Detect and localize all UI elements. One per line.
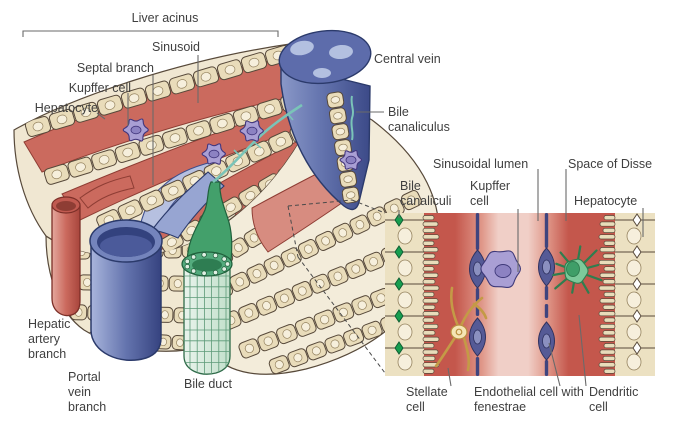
liver-acinus-bracket [22,30,279,37]
label-kupffer-cell-inset: Kupffer cell [470,179,511,208]
label-endothelial-cell: Endothelial cell with fenestrae [474,385,584,414]
bile-canaliculus-near-vein [350,95,354,141]
label-space-of-disse: Space of Disse [568,157,653,171]
bile-canaliculus-branches [233,113,294,157]
leader-lines [22,30,644,387]
label-portal-vein-branch: Portal vein branch [68,370,107,414]
dendritic-cell-shape [552,245,603,294]
label-sinusoid: Sinusoid [152,40,200,54]
hepatic-artery-branch-cylinder [51,175,135,317]
label-hepatic-artery-branch: Hepatic artery branch [28,317,71,361]
label-sinusoidal-lumen: Sinusoidal lumen [433,157,529,171]
label-liver-acinus: Liver acinus [131,11,199,25]
stellate-cell-shape [434,286,488,372]
label-septal-branch: Septal branch [76,61,154,75]
label-stellate-cell: Stellate cell [406,385,448,414]
label-bile-duct: Bile duct [184,377,232,391]
portal-vein-branch-cylinder [89,171,225,362]
kupffer-cells-main [122,118,363,170]
kupffer-cell-inset-shape [480,250,521,289]
bile-duct-cylinder [181,181,233,375]
endothelial-cells [468,213,556,376]
label-hepatocyte: Hepatocyte [34,101,98,115]
label-kupffer-cell: Kupffer cell [68,81,131,95]
inset-panel [385,213,655,376]
zoom-link-lines [287,199,386,374]
label-bile-canaliculi: Bile canaliculi [400,179,452,208]
label-hepatocyte-inset: Hepatocyte [574,194,638,208]
label-central-vein: Central vein [374,52,441,66]
label-bile-canaliculus: Bile canaliculus [388,105,450,134]
label-dendritic-cell: Dendritic cell [589,385,639,414]
